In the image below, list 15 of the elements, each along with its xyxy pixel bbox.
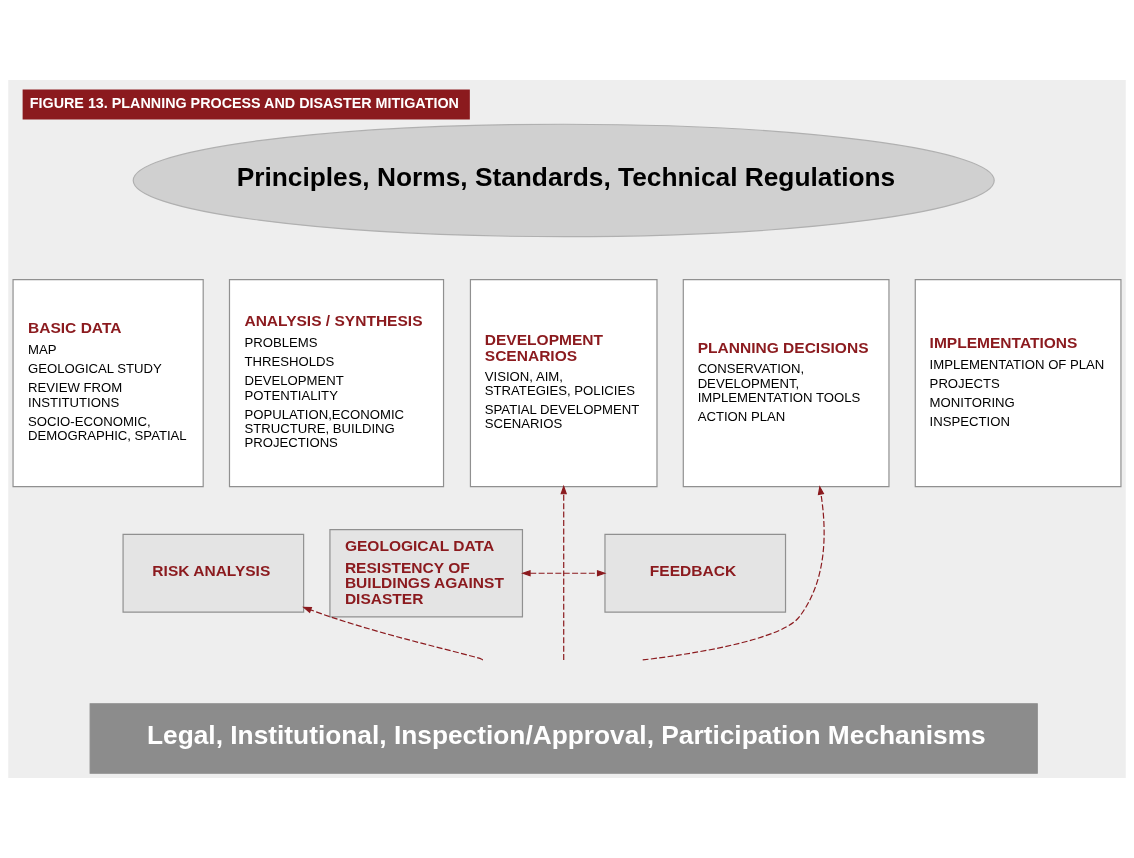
arrow — [302, 606, 483, 661]
arrow — [642, 485, 825, 661]
node-box: BASIC DATA MAP GEOLOGICAL STUDY REVIEW FROM INSTITUTIONS SOCIO-ECONOMIC, DEMOGRAPHIC, SPATIAL — [12, 279, 204, 488]
node-box: PLANNING DECISIONS CONSERVATION, DEVELOPMENT, IMPLEMENTATION TOOLS ACTION PLAN — [682, 279, 890, 488]
arrow — [521, 569, 607, 577]
node-box: IMPLEMENTATIONS IMPLEMENTATION OF PLAN PROJECTS MONITORING INSPECTION — [914, 279, 1122, 488]
node-ellipse: Principles, Norms, Standards, Technical Regulations — [132, 123, 995, 238]
node-box: DEVELOPMENT SCENARIOS VISION, AIM, STRATEGIES, POLICIES SPATIAL DEVELOPMENT SCENARIOS — [469, 279, 658, 488]
node-box: RISK ANALYSIS — [122, 533, 305, 613]
node-box: Legal, Institutional, Inspection/Approval, Participation Mechanisms — [89, 703, 1038, 774]
arrow — [560, 484, 568, 661]
node-box: GEOLOGICAL DATA RESISTENCY OF BUILDINGS AGAINST DISASTER — [329, 529, 524, 618]
node-box: ANALYSIS / SYNTHESIS PROBLEMS THRESHOLDS DEVELOPMENT POTENTIALITY POPULATION,ECONOMIC STRUCTURE, BUILDING PROJECTIONS — [228, 279, 445, 488]
diagram-title: FIGURE 13. PLANNING PROCESS AND DISASTER MITIGATION — [29, 94, 459, 111]
node-box: FEEDBACK — [604, 533, 787, 613]
